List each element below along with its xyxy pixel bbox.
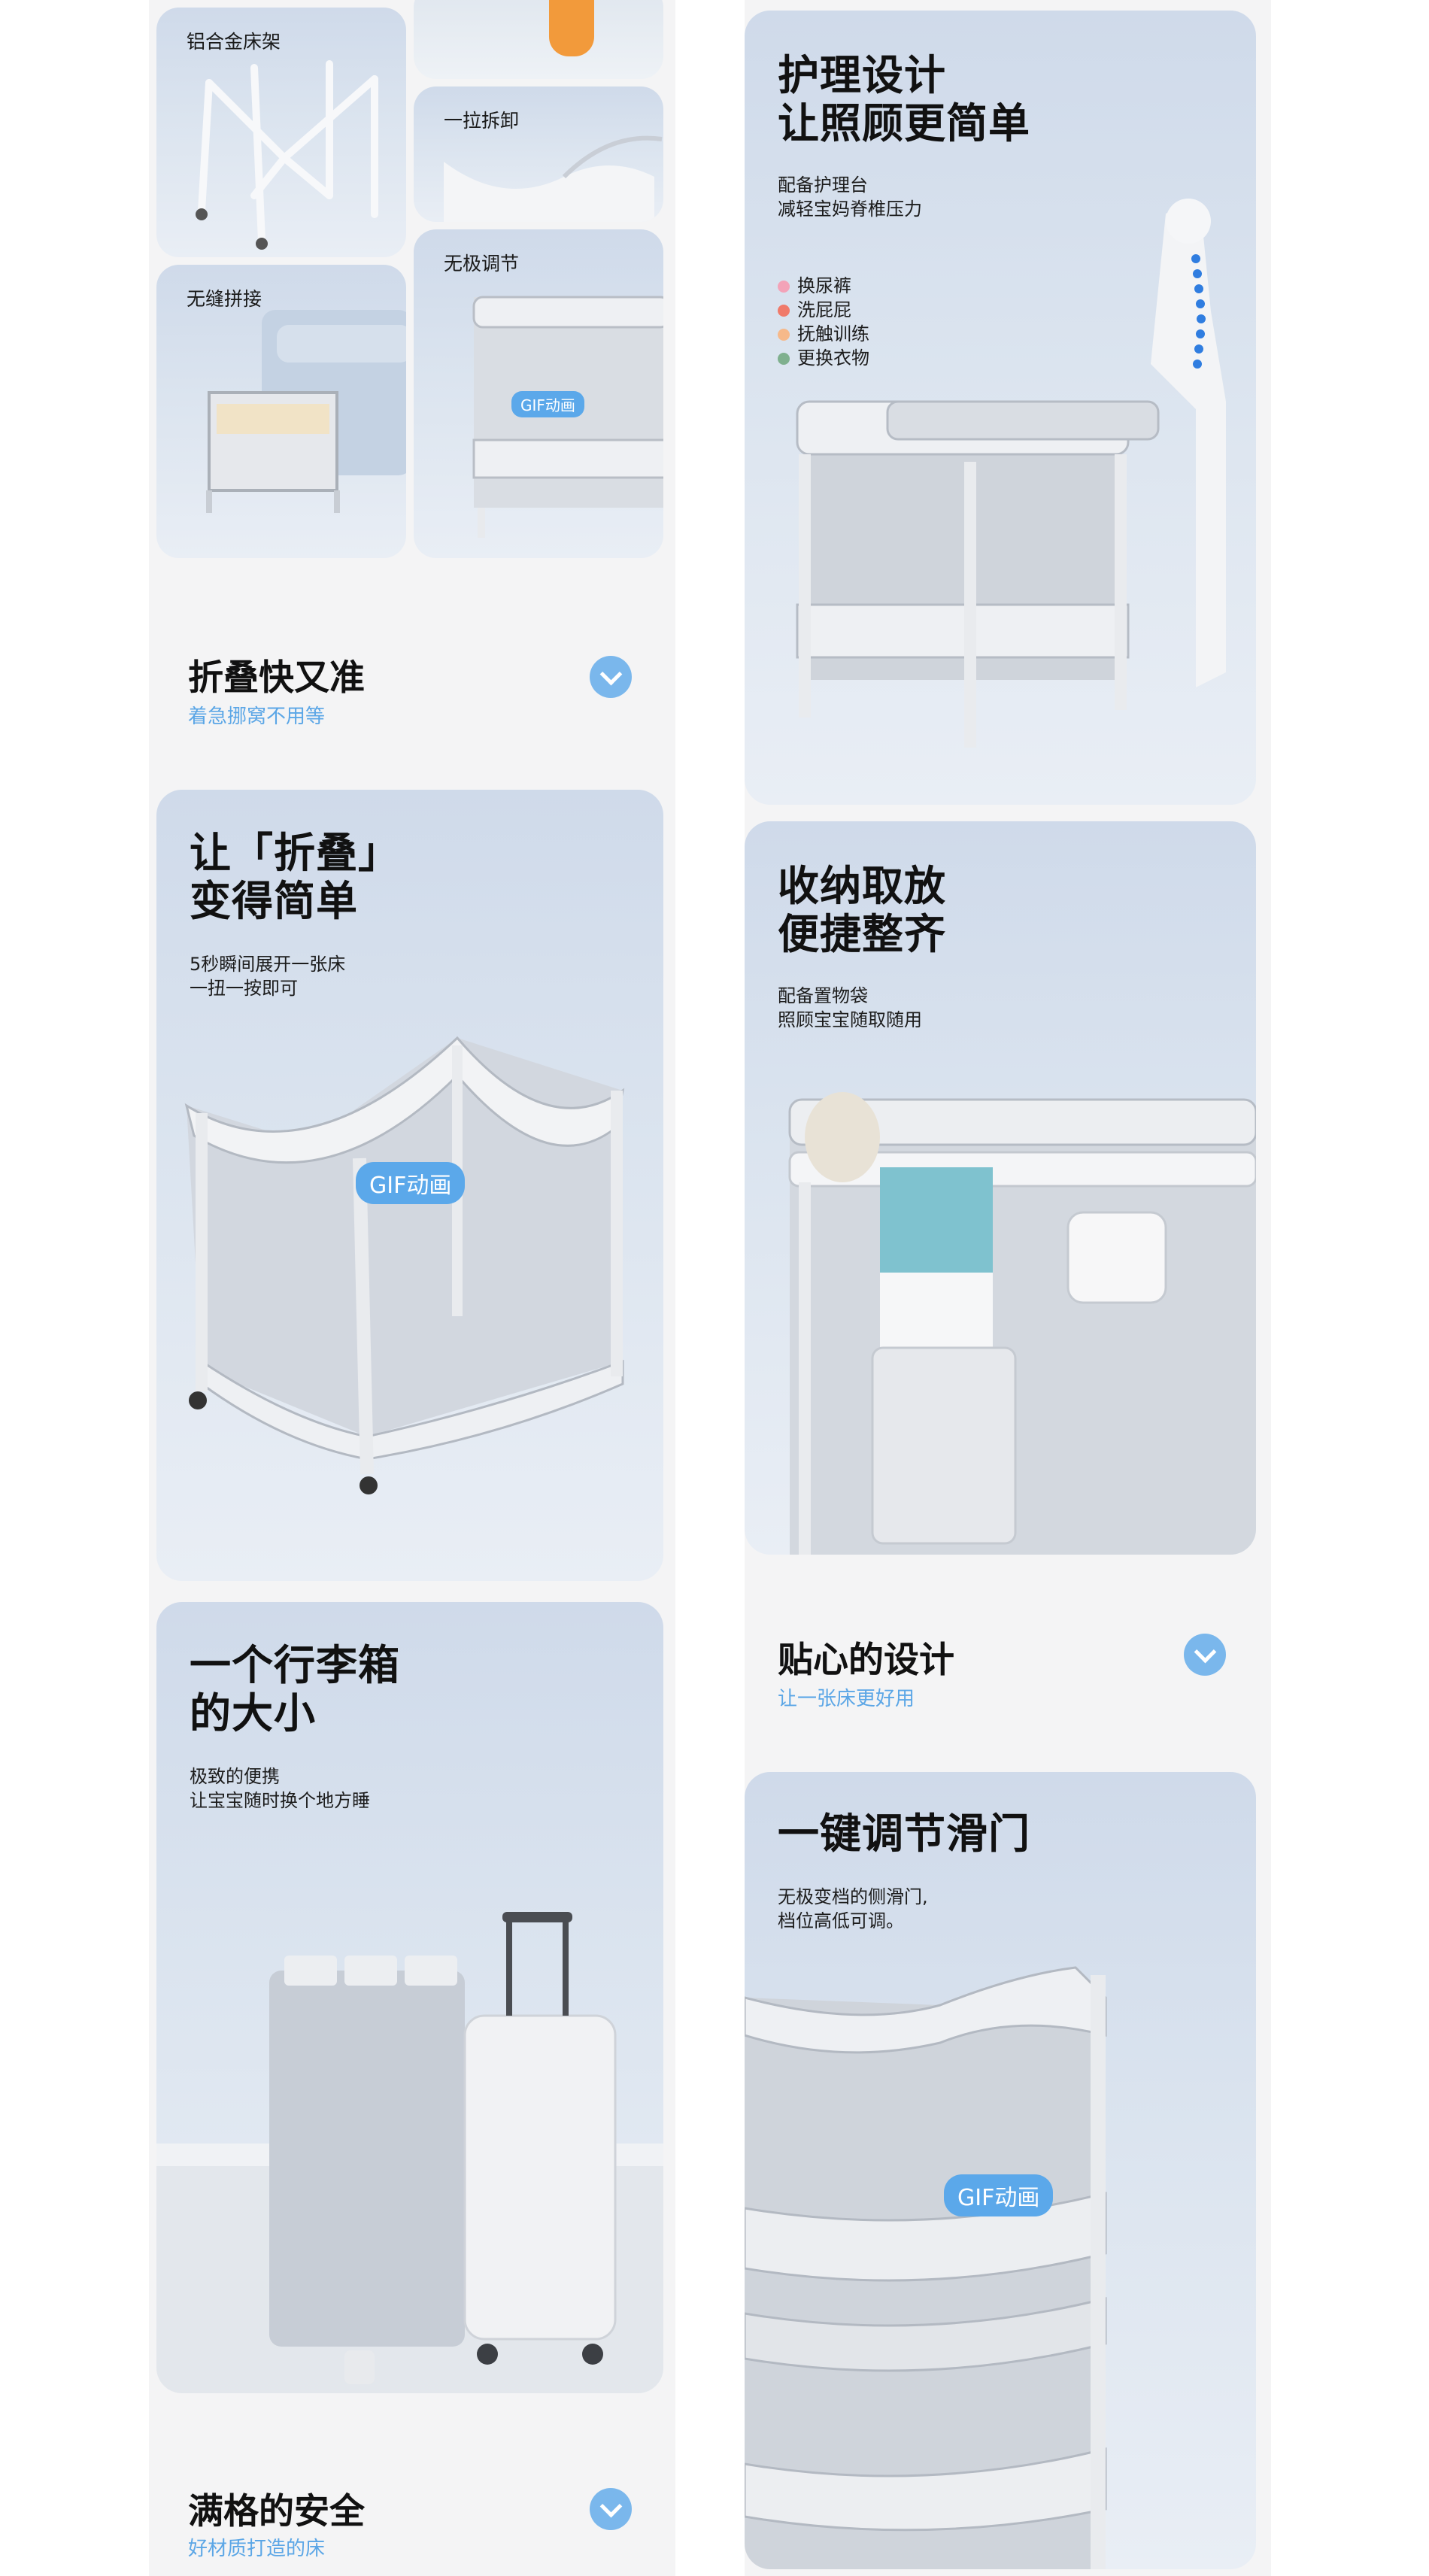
legend-label: 洗屁屁 <box>797 299 851 320</box>
legend-item-wash: 洗屁屁 <box>778 295 851 321</box>
legend-dot-icon <box>778 281 790 293</box>
luggage-card: 一个行李箱 的大小 极致的便携 让宝宝随时换个地方睡 <box>156 1602 663 2393</box>
folding-crib-illustration <box>184 1036 625 1494</box>
legend-dot-icon <box>778 353 790 365</box>
sub-line: 5秒瞬间展开一张床 <box>190 954 346 975</box>
sliding-door-card: 一键调节滑门 无极变档的侧滑门, 档位高低可调。 GIF动画 <box>745 1772 1256 2569</box>
title-line: 一个行李箱 <box>190 1641 401 1689</box>
tile-label: 无极调节 <box>444 253 520 275</box>
legend-label: 抚触训练 <box>797 323 869 344</box>
title-line: 变得简单 <box>190 877 359 925</box>
care-illustration <box>796 199 1226 748</box>
legend-item-diaper: 换尿裤 <box>778 271 851 297</box>
card-title: 一个行李箱 的大小 <box>190 1641 400 1737</box>
bottle-shape <box>549 0 594 56</box>
fold-section-title: 折叠快又准 <box>188 657 365 699</box>
title-line: 便捷整齐 <box>778 910 947 958</box>
card-title: 收纳取放 便捷整齐 <box>778 862 946 958</box>
design-section-subtitle: 让一张床更好用 <box>778 1688 915 1710</box>
title-line: 让「折叠」 <box>190 829 401 877</box>
safety-section-subtitle: 好材质打造的床 <box>188 2538 326 2560</box>
card-subtitle: 5秒瞬间展开一张床 一扭一按即可 <box>190 952 345 1000</box>
card-subtitle: 极致的便携 让宝宝随时换个地方睡 <box>190 1764 370 1813</box>
card-subtitle: 无极变档的侧滑门, 档位高低可调。 <box>778 1885 928 1933</box>
crib-sofa-illustration <box>206 310 406 513</box>
frame-illustration <box>196 60 378 250</box>
tile-label: 一拉拆卸 <box>444 110 520 132</box>
sub-line: 档位高低可调。 <box>778 1910 904 1931</box>
sub-line: 配备置物袋 <box>778 985 868 1006</box>
card-title: 一键调节滑门 <box>778 1810 1031 1858</box>
luggage-illustration <box>156 1912 663 2393</box>
legend-dot-icon <box>778 305 790 317</box>
card-subtitle: 配备护理台 减轻宝妈脊椎压力 <box>778 173 922 221</box>
storage-illustration <box>788 1092 1256 1555</box>
crib-side-illustration <box>472 296 663 538</box>
sub-line: 配备护理台 <box>778 174 868 196</box>
sub-line: 无极变档的侧滑门, <box>778 1886 928 1907</box>
card-title: 让「折叠」 变得简单 <box>190 829 400 925</box>
legend-label: 更换衣物 <box>797 347 869 369</box>
gif-badge: GIF动画 <box>511 391 584 417</box>
legend-item-clothes: 更换衣物 <box>778 343 869 369</box>
sliding-door-illustration <box>745 1966 1107 2569</box>
fabric-illustration <box>444 135 663 222</box>
tile-top-partial <box>414 0 663 79</box>
title-line: 收纳取放 <box>778 862 947 910</box>
sub-line: 极致的便携 <box>190 1766 280 1787</box>
legend-label: 换尿裤 <box>797 275 851 296</box>
fold-section-subtitle: 着急挪窝不用等 <box>188 705 326 728</box>
expand-chevron-icon[interactable] <box>1184 1634 1226 1676</box>
sub-line: 照顾宝宝随取随用 <box>778 1009 922 1030</box>
tile-seamless: 无缝拼接 <box>156 265 406 558</box>
right-column: 护理设计 让照顾更简单 配备护理台 减轻宝妈脊椎压力 换尿裤 洗屁屁 抚触训练 … <box>745 0 1271 2576</box>
tile-stepless-adjust: 无极调节 GIF动画 <box>414 229 663 558</box>
sub-line: 让宝宝随时换个地方睡 <box>190 1790 370 1811</box>
care-card: 护理设计 让照顾更简单 配备护理台 减轻宝妈脊椎压力 换尿裤 洗屁屁 抚触训练 … <box>745 11 1256 805</box>
tile-label: 无缝拼接 <box>187 288 262 310</box>
card-title: 护理设计 让照顾更简单 <box>778 51 1030 147</box>
legend-item-touch: 抚触训练 <box>778 319 869 345</box>
fold-card: 让「折叠」 变得简单 5秒瞬间展开一张床 一扭一按即可 GIF动画 <box>156 790 663 1581</box>
safety-section-title: 满格的安全 <box>188 2491 365 2532</box>
tile-label: 铝合金床架 <box>187 31 281 53</box>
title-line: 护理设计 <box>778 51 947 99</box>
card-subtitle: 配备置物袋 照顾宝宝随取随用 <box>778 984 922 1032</box>
title-line: 让照顾更简单 <box>778 99 1031 147</box>
design-section-title: 贴心的设计 <box>778 1640 954 1681</box>
gif-badge: GIF动画 <box>356 1162 466 1204</box>
left-column: 铝合金床架 一拉拆卸 无缝拼接 <box>149 0 675 2576</box>
tile-quick-detach: 一拉拆卸 <box>414 86 663 222</box>
sub-line: 一扭一按即可 <box>190 978 298 999</box>
title-line: 的大小 <box>190 1689 317 1737</box>
tile-aluminum-frame: 铝合金床架 <box>156 8 406 257</box>
expand-chevron-icon[interactable] <box>590 2488 632 2530</box>
legend-dot-icon <box>778 329 790 341</box>
expand-chevron-icon[interactable] <box>590 656 632 698</box>
sub-line: 减轻宝妈脊椎压力 <box>778 199 922 220</box>
storage-card: 收纳取放 便捷整齐 配备置物袋 照顾宝宝随取随用 <box>745 821 1256 1555</box>
gif-badge: GIF动画 <box>944 2174 1054 2216</box>
